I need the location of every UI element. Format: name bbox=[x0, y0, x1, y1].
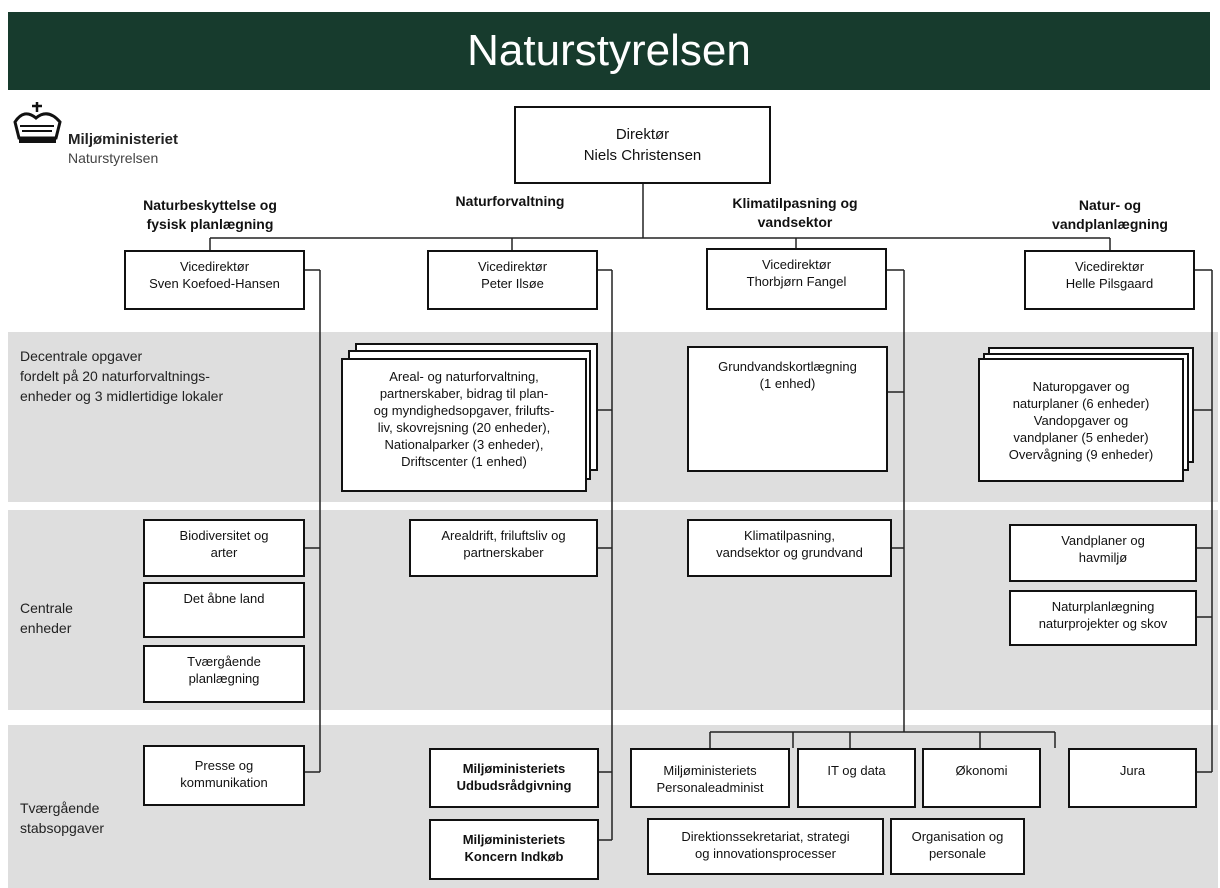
unit-det-aabne-land: Det åbne land bbox=[143, 582, 305, 638]
unit-direktionssekretariat: Direktionssekretariat, strategi og innov… bbox=[647, 818, 884, 875]
page-title: Naturstyrelsen bbox=[8, 12, 1210, 90]
vice-director-box-2: Vicedirektør Peter Ilsøe bbox=[427, 250, 598, 310]
unit-it-og-data: IT og data bbox=[797, 748, 916, 808]
director-name: Niels Christensen bbox=[583, 147, 702, 164]
unit-klimatilpasning: Klimatilpasning, vandsektor og grundvand bbox=[687, 519, 892, 577]
unit-biodiversitet: Biodiversitet og arter bbox=[143, 519, 305, 577]
unit-udbudsraadgivning: Miljøministeriets Udbudsrådgivning bbox=[429, 748, 599, 808]
unit-presse: Presse og kommunikation bbox=[143, 745, 305, 806]
unit-areal-naturforvaltning: Areal- og naturforvaltning, partnerskabe… bbox=[341, 358, 587, 492]
crown-icon bbox=[13, 102, 62, 143]
unit-personaleadministration: Miljøministeriets Personaleadminist bbox=[630, 748, 790, 808]
unit-vandplaner-havmiljoe: Vandplaner og havmiljø bbox=[1009, 524, 1197, 582]
vice-director-box-1: Vicedirektør Sven Koefoed-Hansen bbox=[124, 250, 305, 310]
unit-oekonomi: Økonomi bbox=[922, 748, 1041, 808]
unit-tvaergaaende-planlaegning: Tværgående planlægning bbox=[143, 645, 305, 703]
unit-naturopgaver: Naturopgaver og naturplaner (6 enheder) … bbox=[978, 358, 1184, 482]
unit-arealdrift: Arealdrift, friluftsliv og partnerskaber bbox=[409, 519, 598, 577]
division-heading-4: Natur- og vandplanlægning bbox=[1052, 197, 1168, 232]
director-box: Direktør Niels Christensen bbox=[514, 106, 771, 184]
division-heading-3: Klimatilpasning og vandsektor bbox=[732, 195, 858, 230]
row-label-decentral: Decentrale opgaver fordelt på 20 naturfo… bbox=[20, 348, 224, 404]
vice-director-box-4: Vicedirektør Helle Pilsgaard bbox=[1024, 250, 1195, 310]
unit-jura: Jura bbox=[1068, 748, 1197, 808]
logo-agency-text: Naturstyrelsen bbox=[68, 150, 159, 166]
logo-ministry-text: Miljøministeriet bbox=[68, 131, 179, 148]
vice-director-box-3: Vicedirektør Thorbjørn Fangel bbox=[706, 248, 887, 310]
director-role: Direktør bbox=[615, 126, 670, 143]
unit-koncern-indkoeb: Miljøministeriets Koncern Indkøb bbox=[429, 819, 599, 880]
row-label-central: Centrale enheder bbox=[20, 600, 73, 636]
unit-grundvandskortlaegning: Grundvandskortlægning (1 enhed) bbox=[687, 346, 888, 472]
division-heading-2: Naturforvaltning bbox=[455, 193, 565, 209]
unit-naturplanlaegning: Naturplanlægning naturprojekter og skov bbox=[1009, 590, 1197, 646]
unit-organisation-personale: Organisation og personale bbox=[890, 818, 1025, 875]
division-heading-1: Naturbeskyttelse og fysisk planlægning bbox=[143, 197, 277, 232]
row-label-staff: Tværgående stabsopgaver bbox=[20, 800, 105, 836]
